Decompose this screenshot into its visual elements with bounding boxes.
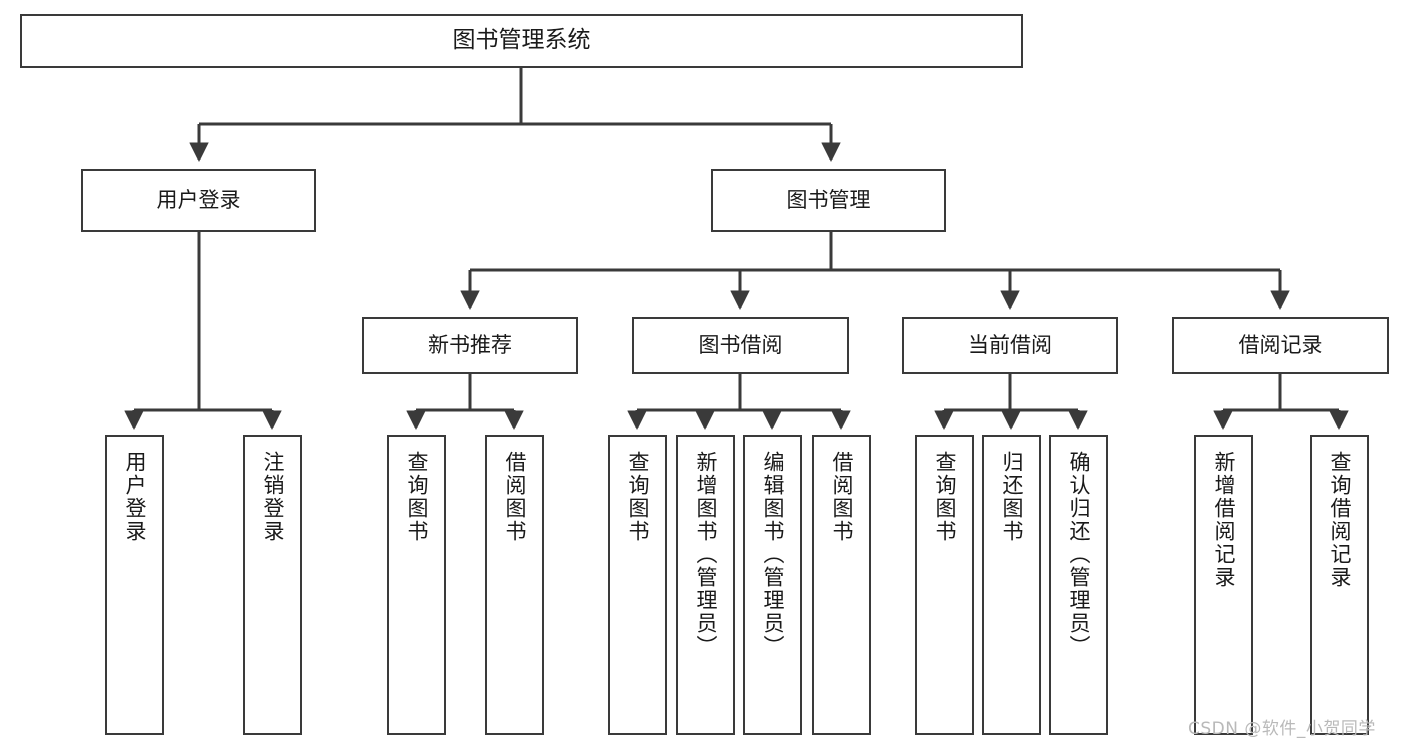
node-current-borrow-label: 当前借阅 bbox=[968, 333, 1052, 358]
node-new-book-recommend-label: 新书推荐 bbox=[428, 333, 512, 358]
leaf-label: 注销登录 bbox=[261, 451, 285, 543]
node-book-borrow-label: 图书借阅 bbox=[698, 333, 783, 358]
node-book-borrow[interactable]: 图书借阅 bbox=[632, 317, 849, 374]
leaf-new-book-query[interactable]: 查询图书 bbox=[387, 435, 446, 735]
leaf-user-login-logout[interactable]: 注销登录 bbox=[243, 435, 302, 735]
leaf-book-borrow-add[interactable]: 新增图书（管理员） bbox=[676, 435, 735, 735]
leaf-current-borrow-confirm-return[interactable]: 确认归还（管理员） bbox=[1049, 435, 1108, 735]
watermark: CSDN @软件_小贺同学 bbox=[1188, 719, 1376, 739]
leaf-borrow-record-query[interactable]: 查询借阅记录 bbox=[1310, 435, 1369, 735]
leaf-label: 确认归还（管理员） bbox=[1067, 451, 1091, 658]
leaf-new-book-borrow[interactable]: 借阅图书 bbox=[485, 435, 544, 735]
leaf-borrow-record-add[interactable]: 新增借阅记录 bbox=[1194, 435, 1253, 735]
node-user-login[interactable]: 用户登录 bbox=[81, 169, 316, 232]
leaf-label: 编辑图书（管理员） bbox=[761, 451, 785, 658]
leaf-book-borrow-query[interactable]: 查询图书 bbox=[608, 435, 667, 735]
node-user-login-label: 用户登录 bbox=[156, 188, 241, 213]
node-root-label: 图书管理系统 bbox=[452, 27, 591, 54]
leaf-book-borrow-edit[interactable]: 编辑图书（管理员） bbox=[743, 435, 802, 735]
leaf-current-borrow-query[interactable]: 查询图书 bbox=[915, 435, 974, 735]
leaf-label: 用户登录 bbox=[123, 451, 147, 543]
node-borrow-record-label: 借阅记录 bbox=[1238, 333, 1323, 358]
node-root[interactable]: 图书管理系统 bbox=[20, 14, 1023, 68]
leaf-label: 查询借阅记录 bbox=[1328, 451, 1352, 589]
leaf-label: 借阅图书 bbox=[503, 451, 527, 543]
leaf-label: 归还图书 bbox=[1000, 451, 1024, 543]
leaf-label: 新增图书（管理员） bbox=[694, 451, 718, 658]
node-current-borrow[interactable]: 当前借阅 bbox=[902, 317, 1118, 374]
leaf-user-login-login[interactable]: 用户登录 bbox=[105, 435, 164, 735]
node-book-management[interactable]: 图书管理 bbox=[711, 169, 946, 232]
leaf-label: 新增借阅记录 bbox=[1212, 451, 1236, 589]
node-borrow-record[interactable]: 借阅记录 bbox=[1172, 317, 1389, 374]
node-book-management-label: 图书管理 bbox=[786, 188, 871, 213]
leaf-label: 查询图书 bbox=[626, 451, 650, 543]
leaf-current-borrow-return[interactable]: 归还图书 bbox=[982, 435, 1041, 735]
leaf-book-borrow-borrow[interactable]: 借阅图书 bbox=[812, 435, 871, 735]
leaf-label: 查询图书 bbox=[405, 451, 429, 543]
leaf-label: 查询图书 bbox=[933, 451, 957, 543]
node-new-book-recommend[interactable]: 新书推荐 bbox=[362, 317, 578, 374]
leaf-label: 借阅图书 bbox=[830, 451, 854, 543]
